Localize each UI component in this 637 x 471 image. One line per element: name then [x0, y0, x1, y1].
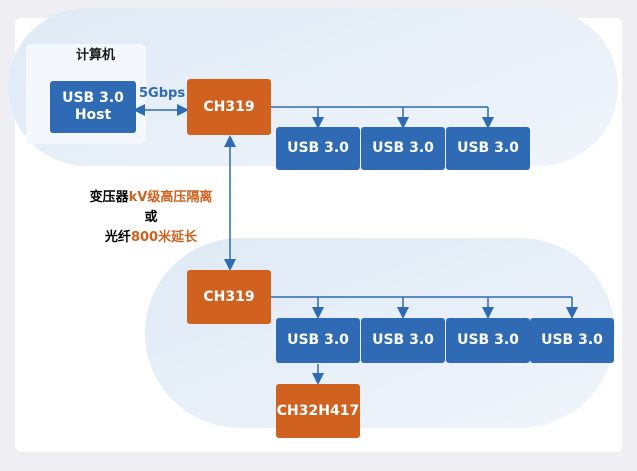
isolation-line1-highlight: kV级高压隔离: [128, 190, 213, 205]
top-usb-port-2: USB 3.0: [361, 127, 445, 170]
ch32h417-chip: CH32H417: [276, 384, 360, 438]
bottom-usb-port-2: USB 3.0: [361, 318, 445, 363]
bottom-usb-port-4: USB 3.0: [530, 318, 614, 363]
usb-host-line1: USB 3.0: [62, 90, 124, 107]
usb-host-line2: Host: [74, 107, 112, 123]
isolation-line3: 光纤800米延长: [76, 228, 226, 248]
bottom-ch319-chip: CH319: [187, 270, 271, 324]
isolation-note: 变压器kV级高压隔离 或 光纤800米延长: [76, 188, 226, 248]
isolation-line1-prefix: 变压器: [89, 190, 129, 205]
isolation-line3-highlight: 800米延长: [130, 230, 198, 245]
top-ch319-chip: CH319: [187, 79, 271, 135]
bottom-usb-port-1: USB 3.0: [276, 318, 360, 363]
link-speed-label: 5Gbps: [139, 86, 186, 101]
top-usb-port-1: USB 3.0: [276, 127, 360, 170]
top-usb-port-3: USB 3.0: [446, 127, 530, 170]
bottom-usb-port-3: USB 3.0: [446, 318, 530, 363]
isolation-line3-prefix: 光纤: [104, 230, 131, 245]
usb-host-box: USB 3.0 Host: [50, 81, 136, 133]
isolation-line2: 或: [144, 210, 158, 225]
isolation-line1: 变压器kV级高压隔离: [76, 188, 226, 208]
computer-label: 计算机: [76, 48, 116, 63]
